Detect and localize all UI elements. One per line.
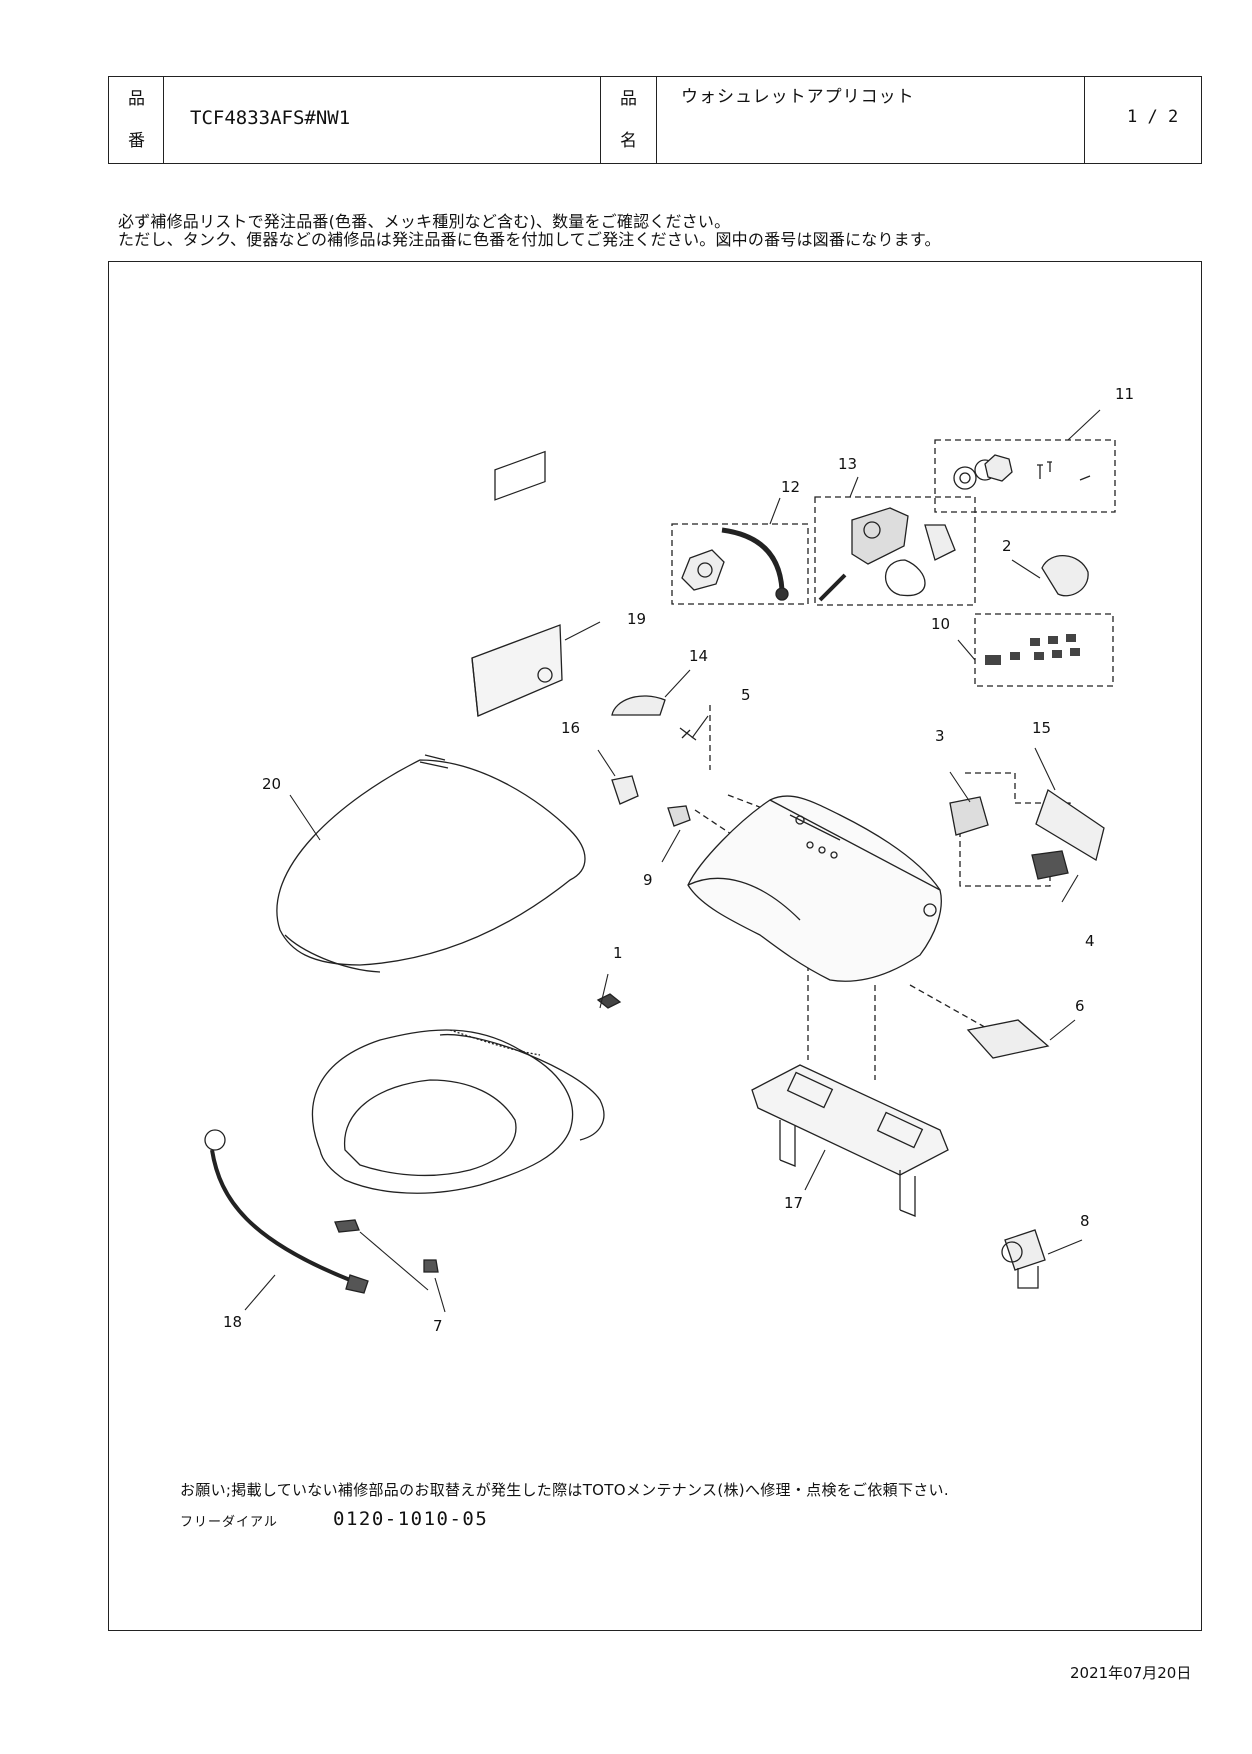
product-name-cell: ウォシュレットアプリコット [657, 77, 1085, 163]
part-13-valve [818, 507, 956, 602]
leader-lines [244, 409, 1101, 1313]
part-15-cover [1035, 788, 1105, 862]
diagram-frame [108, 261, 1202, 1631]
part-14-bracket [611, 695, 666, 716]
freedial-number: 0120-1010-05 [333, 1508, 489, 1530]
callout-9: 9 [643, 871, 653, 889]
callout-2: 2 [1002, 537, 1012, 555]
note-line-2: ただし、タンク、便器などの補修品は発注品番に色番を付加してご発注ください。図中の… [118, 230, 941, 249]
callout-12: 12 [781, 478, 800, 496]
part-8-valve [1001, 1229, 1046, 1289]
part-no-label-2: 番 [128, 131, 145, 151]
name-label-cell: 品 名 [601, 77, 657, 163]
callout-8: 8 [1080, 1212, 1090, 1230]
main-body-unit [687, 795, 942, 982]
callout-19: 19 [627, 610, 646, 628]
freedial-label: フリーダイアル [180, 1515, 278, 1530]
callout-16: 16 [561, 719, 580, 737]
callout-20: 20 [262, 775, 281, 793]
name-label-2: 名 [620, 131, 637, 151]
callout-18: 18 [223, 1313, 242, 1331]
callout-1: 1 [613, 944, 623, 962]
page-number: 1 / 2 [1127, 107, 1179, 127]
part-20-lid [276, 754, 586, 973]
part-no-cell: TCF4833AFS#NW1 [164, 77, 601, 163]
part-3-filter [949, 796, 989, 836]
notes: 必ず補修品リストで発注品番(色番、メッキ種別など含む)、数量をご確認ください。 … [118, 213, 941, 249]
callout-6: 6 [1075, 997, 1085, 1015]
part-11-fasteners [953, 454, 1091, 490]
page-cell: 1 / 2 [1085, 77, 1201, 163]
callout-13: 13 [838, 455, 857, 473]
callout-numbers: 1 2 3 4 5 6 7 8 9 10 11 12 13 14 15 16 1… [223, 385, 1134, 1335]
part-12-hose-nut [681, 527, 789, 601]
note-line-1: 必ず補修品リストで発注品番(色番、メッキ種別など含む)、数量をご確認ください。 [118, 212, 731, 231]
callout-11: 11 [1115, 385, 1134, 403]
part-7-bumper-b [423, 1259, 439, 1273]
part-19-remote [471, 450, 563, 717]
callout-7: 7 [433, 1317, 443, 1335]
callout-17: 17 [784, 1194, 803, 1212]
callout-5: 5 [741, 686, 751, 704]
part-4-block [1031, 850, 1069, 880]
issue-date: 2021年07月20日 [1070, 1664, 1192, 1682]
seat-ring [311, 1029, 605, 1194]
part-1-small [596, 993, 622, 1009]
callout-4: 4 [1085, 932, 1095, 950]
callout-14: 14 [689, 647, 708, 665]
part-2-cap [1041, 555, 1089, 597]
callout-3: 3 [935, 727, 945, 745]
part-6-plate [966, 1019, 1050, 1059]
part-no-label-1: 品 [128, 89, 145, 109]
callout-15: 15 [1032, 719, 1051, 737]
part-16-clip [611, 775, 639, 805]
header-table: 品 番 TCF4833AFS#NW1 品 名 ウォシュレットアプリコット 1 /… [108, 76, 1202, 164]
callout-10: 10 [931, 615, 950, 633]
part-7-bumper-a [334, 1219, 360, 1233]
part-5-screw [679, 727, 697, 741]
part-number: TCF4833AFS#NW1 [190, 107, 351, 129]
part-9-fitting [667, 805, 691, 827]
product-name: ウォシュレットアプリコット [681, 87, 915, 107]
part-no-label-cell: 品 番 [109, 77, 164, 163]
part-10-clips [985, 634, 1080, 665]
part-17-base-plate [751, 1064, 949, 1217]
name-label-1: 品 [620, 89, 637, 109]
repair-request-note: お願い;掲載していない補修部品のお取替えが発生した際はTOTOメンテナンス(株)… [180, 1481, 949, 1499]
part-18-hose [204, 1129, 369, 1294]
